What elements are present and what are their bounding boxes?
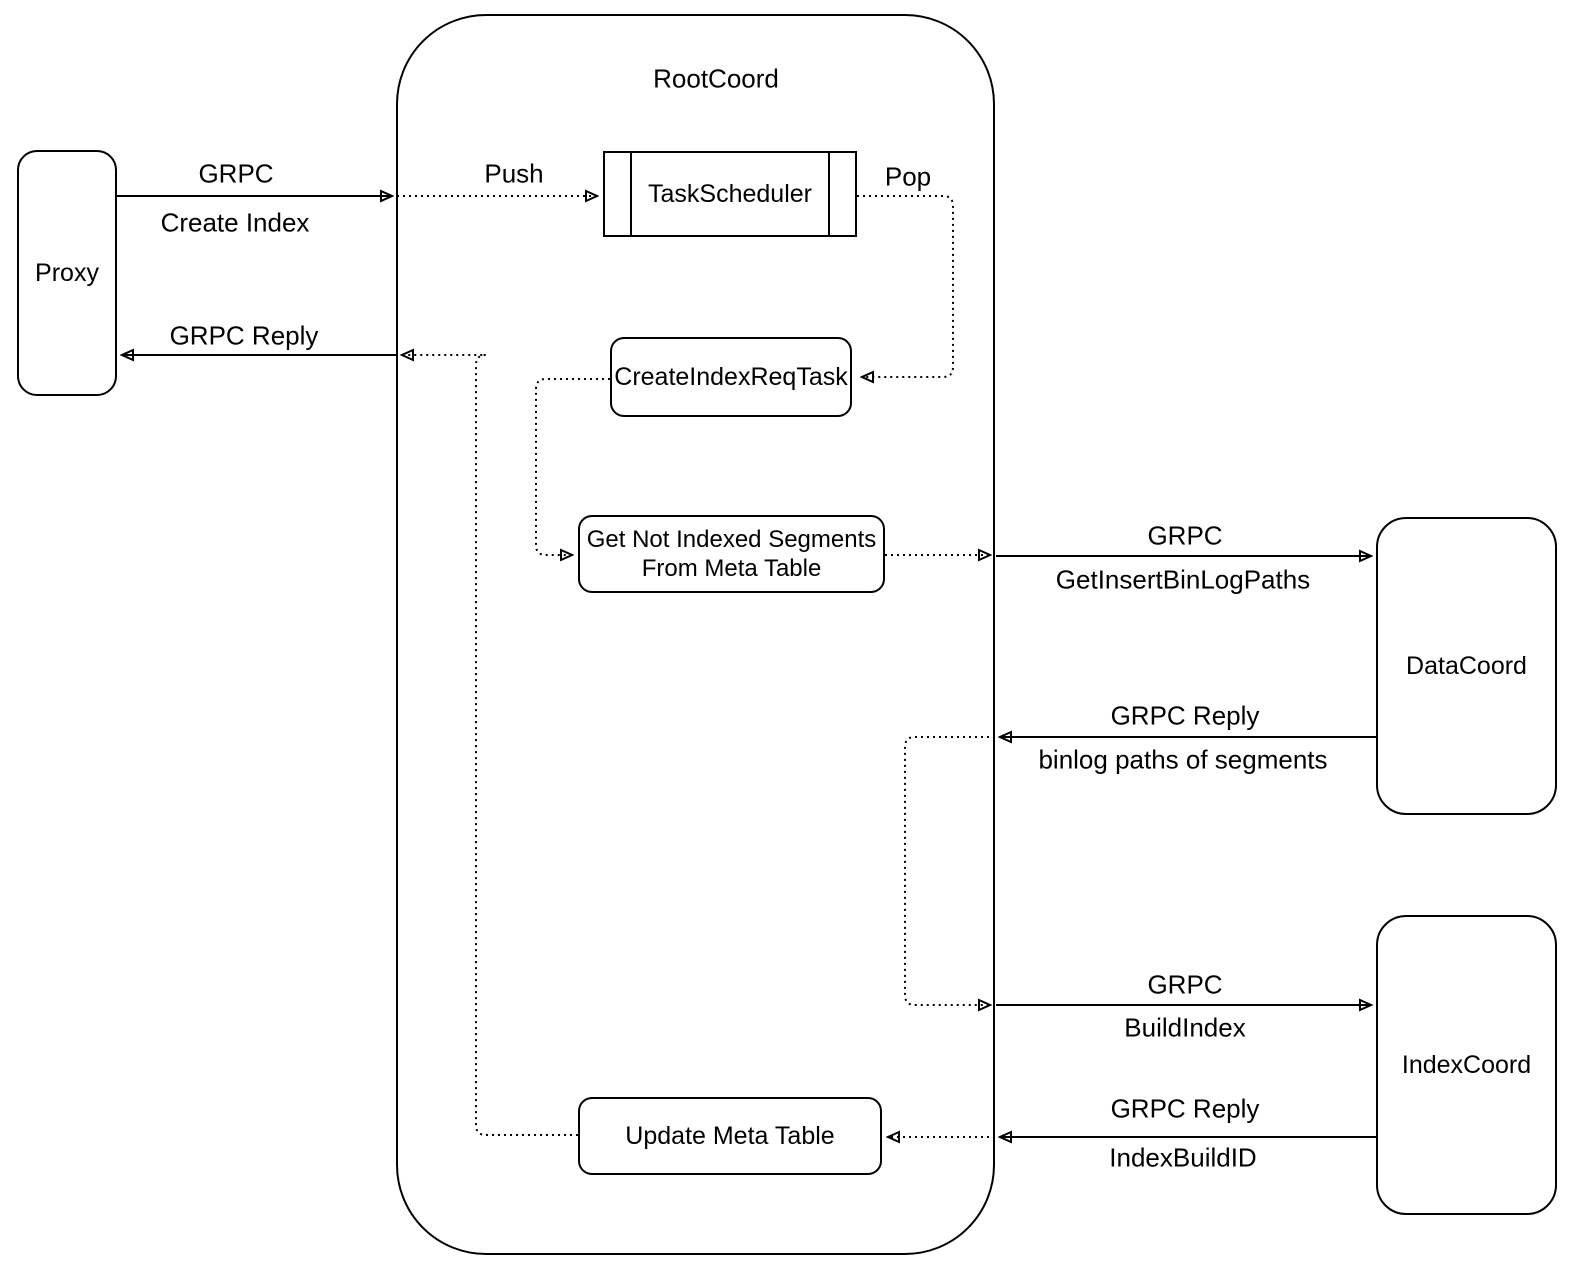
node-data-coord-label: DataCoord: [1406, 652, 1527, 680]
edge-label-push: Push: [484, 158, 544, 189]
edge-label-grpc-getinsert-1: GRPC: [1147, 520, 1223, 551]
edge-label-grpc-buildindex-2: BuildIndex: [1124, 1012, 1246, 1043]
node-update-meta-table: Update Meta Table: [578, 1097, 882, 1175]
edge-label-grpc-reply-indexbuildid-1: GRPC Reply: [1110, 1093, 1260, 1124]
rootcoord-title: RootCoord: [653, 63, 779, 94]
node-proxy: Proxy: [17, 150, 117, 396]
node-update-meta-table-label: Update Meta Table: [625, 1122, 835, 1150]
edge-label-grpc-reply-indexbuildid-2: IndexBuildID: [1109, 1142, 1257, 1173]
edge-label-grpc-reply-binlog-2: binlog paths of segments: [1038, 744, 1328, 775]
edge-label-grpc-create-index-1: GRPC: [198, 158, 274, 189]
queue-partition-left: [630, 153, 632, 235]
node-get-not-indexed-segments: Get Not Indexed Segments From Meta Table: [578, 515, 885, 593]
node-data-coord: DataCoord: [1376, 517, 1557, 815]
queue-partition-right: [828, 153, 830, 235]
edge-label-pop: Pop: [884, 161, 932, 192]
edge-label-grpc-getinsert-2: GetInsertBinLogPaths: [1055, 564, 1311, 595]
node-task-scheduler-label: TaskScheduler: [648, 180, 812, 208]
edge-label-grpc-reply-proxy: GRPC Reply: [169, 320, 319, 351]
rootcoord-container: [396, 14, 995, 1255]
node-index-coord: IndexCoord: [1376, 915, 1557, 1215]
node-get-not-indexed-segments-label: Get Not Indexed Segments From Meta Table: [586, 526, 877, 582]
edge-label-grpc-reply-binlog-1: GRPC Reply: [1110, 700, 1260, 731]
node-proxy-label: Proxy: [35, 259, 99, 287]
node-task-scheduler: TaskScheduler: [603, 151, 857, 237]
connector-pop: [857, 195, 954, 377]
node-create-index-req-task: CreateIndexReqTask: [610, 337, 852, 417]
edge-label-grpc-create-index-2: Create Index: [160, 207, 310, 238]
connector-update-meta-to-reply: [403, 355, 578, 1136]
node-create-index-req-task-label: CreateIndexReqTask: [614, 363, 848, 391]
connector-reply-to-buildindex-elbow: [904, 736, 995, 1005]
edge-label-grpc-buildindex-1: GRPC: [1147, 969, 1223, 1000]
node-index-coord-label: IndexCoord: [1401, 1051, 1532, 1079]
